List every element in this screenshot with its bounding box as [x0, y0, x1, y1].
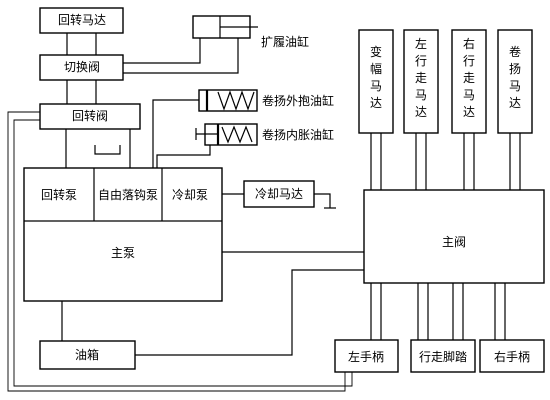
rotary-valve-block — [39, 103, 141, 130]
switch-valve-block — [39, 54, 124, 81]
right-handle-block — [479, 339, 545, 373]
hoist-inner-expand-cylinder-symbol — [195, 123, 258, 146]
drain-symbol — [94, 145, 121, 155]
left-travel-motor-label: 左行走马达 — [414, 37, 427, 119]
switch-valve-label: 切换阀 — [63, 60, 101, 74]
extend-cylinder-symbol — [192, 15, 258, 39]
cooling-pump-label: 冷却泵 — [171, 188, 209, 202]
line-cooling-motor-drain — [314, 193, 331, 208]
left-travel-motor-block — [403, 29, 439, 134]
main-valve-label: 主阀 — [441, 235, 467, 249]
left-handle-label: 左手柄 — [347, 350, 385, 364]
oil-tank-label: 油箱 — [74, 348, 100, 362]
rotary-motor-label: 回转马达 — [57, 13, 107, 27]
line-pump-inner-expand — [156, 145, 211, 168]
travel-pedal-block — [410, 339, 476, 373]
hoist-outer-brake-cylinder-label: 卷扬外抱油缸 — [262, 94, 335, 108]
rotary-valve-label: 回转阀 — [71, 109, 109, 123]
hoist-outer-brake-cylinder-symbol — [198, 89, 258, 112]
line-switch-extend-2 — [123, 38, 239, 74]
left-handle-block — [334, 339, 399, 373]
luffing-motor-label: 变幅马达 — [369, 45, 382, 110]
main-valve-block — [363, 189, 545, 284]
hoist-motor-label: 卷扬马达 — [508, 45, 521, 110]
cooling-motor-label: 冷却马达 — [254, 187, 304, 201]
main-pump-label: 主泵 — [110, 246, 136, 260]
free-fall-pump-label: 自由落钩泵 — [97, 188, 159, 202]
travel-pedal-label: 行走脚踏 — [418, 350, 468, 364]
pump-assembly-block — [23, 167, 223, 302]
line-pilot-inner — [13, 119, 353, 387]
oil-tank-block — [39, 340, 136, 370]
hoist-inner-expand-cylinder-label: 卷扬内胀油缸 — [262, 128, 335, 142]
line-tank-mainvalve — [135, 269, 364, 356]
rotary-pump-label: 回转泵 — [40, 188, 78, 202]
line-pump-outer-brake — [152, 99, 199, 168]
line-pilot-outer — [7, 111, 346, 392]
right-handle-label: 右手柄 — [493, 350, 531, 364]
right-travel-motor-block — [451, 29, 487, 134]
line-switch-extend-1 — [123, 38, 201, 64]
cooling-motor-block — [243, 180, 315, 208]
hoist-motor-block — [497, 29, 533, 134]
extend-cylinder-label: 扩履油缸 — [261, 35, 310, 49]
right-travel-motor-label: 右行走马达 — [462, 37, 475, 119]
luffing-motor-block — [358, 29, 394, 134]
rotary-motor-block — [39, 7, 124, 34]
